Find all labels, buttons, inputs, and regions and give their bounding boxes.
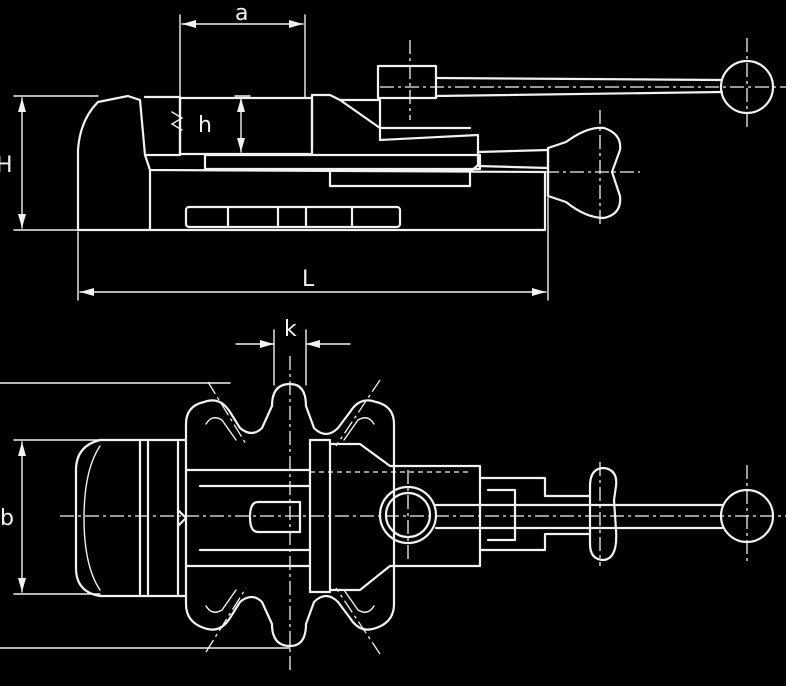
top-screw-body [478,476,592,552]
side-lever-arm [434,76,724,98]
side-break-mark [170,111,184,131]
top-left-tip [176,508,188,528]
side-view [76,38,786,232]
top-notch-3 [205,589,237,613]
dim-a-arrows [182,20,303,28]
top-inner-rails [198,484,312,552]
side-slide-lower [328,168,472,188]
top-left-jaw [74,438,188,598]
dim-b-label: b [0,506,14,531]
side-dimensions: a h H L [0,1,549,301]
top-diag-cl-2 [335,379,381,447]
dim-k-arrows [260,340,320,348]
dim-a-label: a [235,1,248,26]
dim-k-label: k [284,317,297,342]
top-screw-nut [486,488,517,542]
top-view [0,356,786,670]
side-movable-jaw [310,93,480,174]
dim-h-label: h [198,113,212,138]
top-slide-rails [184,468,312,568]
side-slot-row [184,205,402,229]
top-key-slot [248,500,302,534]
side-knob [546,126,622,220]
dim-H-arrows [18,98,26,228]
side-jaw-slope [338,98,472,130]
top-left-jaw-curve [83,445,101,591]
top-lever-arm [434,503,724,530]
top-hub-inner [384,491,432,539]
top-hub-circle [378,485,438,545]
top-movable-jaw [328,442,482,592]
dim-H-label: H [0,153,13,178]
side-lever-hub [376,64,438,100]
side-slide-rail [203,153,482,171]
top-diag-cl-4 [335,587,381,655]
top-notch-2 [343,417,375,441]
top-dimensions: k b [0,317,351,595]
top-diag-cl-1 [207,381,247,445]
top-diag-cl-3 [205,587,247,653]
dim-L-label: L [302,267,315,292]
top-notch-4 [343,589,375,613]
top-base-outline [184,382,396,648]
side-screw [476,148,550,170]
dim-h-arrows [237,98,245,152]
top-notch-1 [205,417,237,441]
top-knob [588,466,618,562]
